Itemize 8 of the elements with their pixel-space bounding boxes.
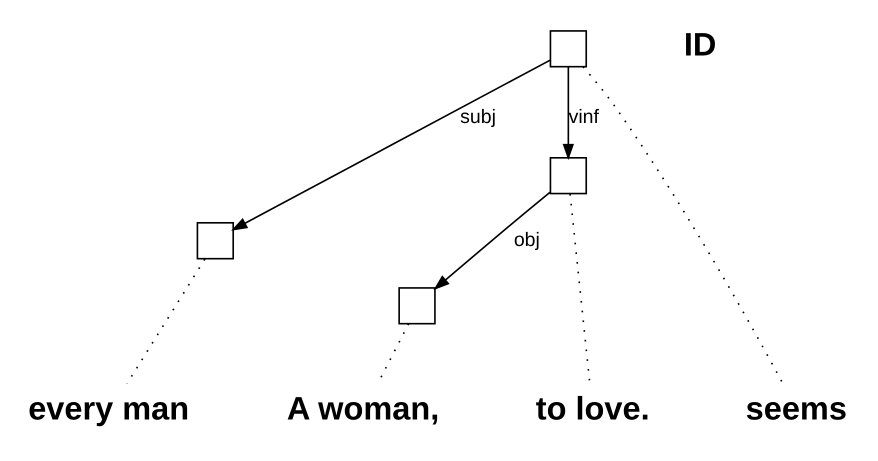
label: ID — [684, 26, 716, 62]
edge-label: vinf — [568, 105, 599, 128]
node-text: every man — [28, 390, 190, 426]
edge-label: obj — [514, 228, 540, 250]
node-text: to love. — [536, 390, 650, 426]
node-text: A woman, — [286, 390, 440, 426]
edge-label: subj — [460, 105, 496, 128]
node-text: seems — [746, 390, 847, 426]
